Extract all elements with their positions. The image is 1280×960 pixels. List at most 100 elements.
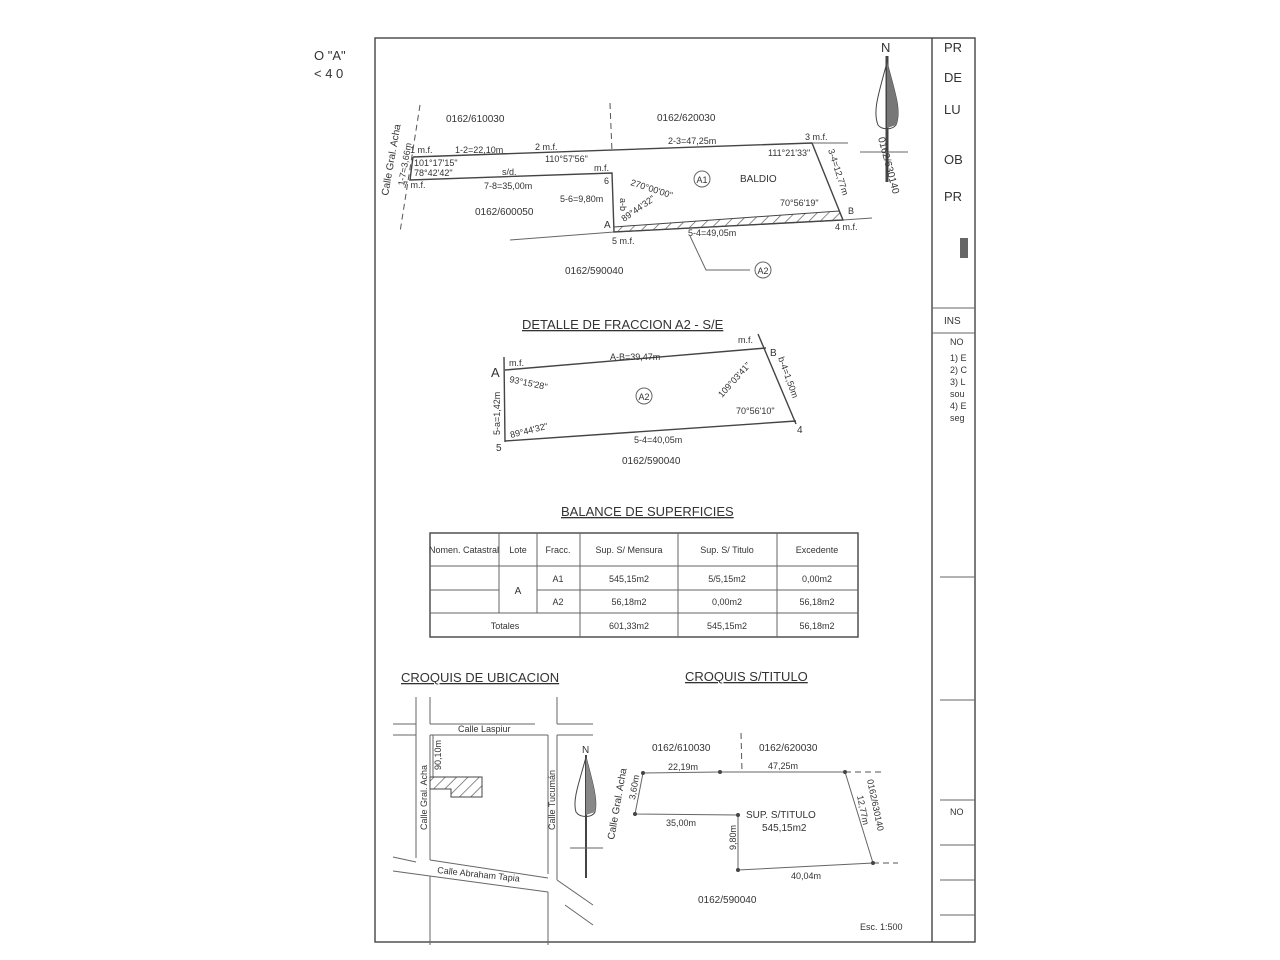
dimension-label: 1-2=22,10m [455,145,503,155]
point-label: A [491,365,500,380]
point-label: 1 m.f. [410,145,433,155]
title-block-item: PR [944,189,962,204]
sup-titulo-label: SUP. S/TITULO [746,810,816,821]
title-block-item: sou [950,389,965,399]
table-title: BALANCE DE SUPERFICIES [561,504,734,519]
angle-label: 93°15'28" [509,374,549,392]
title-block-item: NO [950,337,964,347]
column-header: Lote [509,545,527,555]
dimension-label: 40,04m [791,871,821,881]
mensura-cell: 545,15m2 [609,574,649,584]
table-row: A1 545,15m2 5/5,15m2 0,00m2 [552,574,832,584]
dimension-label: b-4=1,50m [776,355,800,399]
balance-table: BALANCE DE SUPERFICIES Nomen. Catastral … [429,504,859,638]
north-label: N [582,745,589,756]
street-label: Calle Gral. Acha [419,765,429,830]
point-label: 5 [496,443,502,454]
title-block-item: 3) L [950,377,966,387]
title-block-item: PR [944,40,962,55]
title-block-item: LU [944,102,961,117]
totals-row: Totales 601,33m2 545,15m2 56,18m2 [491,621,835,631]
excedente-cell: 56,18m2 [799,597,834,607]
point-label: B [770,348,777,359]
location-title: CROQUIS DE UBICACION [401,670,559,685]
title-sketch: CROQUIS S/TITULO 0162/610030 0162/620030… [606,669,898,906]
titulo-cell: 545,15m2 [707,621,747,631]
titulo-cell: 0,00m2 [712,597,742,607]
angle-label: 78°42'42" [414,168,453,178]
title-sketch-title: CROQUIS S/TITULO [685,669,808,684]
mensura-cell: 601,33m2 [609,621,649,631]
point-label: B [848,206,854,216]
sheet-frame [374,37,976,943]
scale-label: Esc. 1:500 [860,922,903,932]
margin-text-2: < 4 0 [314,66,343,81]
dimension-label: A-B=39,47m [610,352,660,362]
title-block-item: seg [950,413,965,423]
sup-titulo-value: 545,15m2 [762,823,807,834]
parcel-label: 0162/620030 [759,743,818,754]
dimension-label: 2-3=47,25m [668,136,716,146]
point-label: A [604,220,611,231]
point-label: 3 m.f. [805,132,828,142]
angle-label: 89°44'32" [509,421,549,440]
column-header: Sup. S/ Mensura [595,545,662,555]
dimension-label: 5-4=49,05m [688,228,736,238]
dimension-label: 5-6=9,80m [560,194,603,204]
parcel-label: 0162/590040 [565,266,624,277]
column-header: Fracc. [545,545,570,555]
lot-a1-label: A1 [696,175,707,185]
point-label: m.f. [738,335,753,345]
angle-label: 101°17'15" [414,158,458,168]
subdivision-label: s/d. [502,167,517,177]
fracc-cell: A1 [552,574,563,584]
dimension-label: 3-4=12,77m [826,148,850,197]
lot-a2-label: A2 [757,266,768,276]
detail-title: DETALLE DE FRACCION A2 - S/E [522,317,724,332]
column-header: Excedente [796,545,839,555]
angle-label: 111°21'33" [768,148,810,158]
parcel-label: 0162/610030 [652,743,711,754]
title-block-item: NO [950,807,964,817]
table-row: A2 56,18m2 0,00m2 56,18m2 [552,597,834,607]
point-label: m.f. [509,358,524,368]
excedente-cell: 56,18m2 [799,621,834,631]
baldio-label: BALDIO [740,174,777,185]
mensura-cell: 56,18m2 [611,597,646,607]
north-arrow-icon: N [860,40,908,182]
point-label: m.f. [594,163,609,173]
title-block-item: 4) E [950,401,967,411]
street-label: Calle Tucumán [547,770,557,830]
point-label: 4 m.f. [835,222,858,232]
segment-label: a-b [618,198,628,211]
angle-label: 70°56'19" [780,198,819,208]
parcel-label: 0162/610030 [446,114,505,125]
point-label: 7 m.f. [403,180,426,190]
titulo-cell: 5/5,15m2 [708,574,746,584]
angle-label: 110°57'56" [545,154,588,164]
title-block-item: INS [944,316,961,327]
dimension-label: 5-4=40,05m [634,435,682,445]
street-label: Calle Laspiur [458,724,511,734]
column-header: Nomen. Catastral [429,545,499,555]
point-label: 6 [604,176,609,186]
title-block-item: OB [944,152,963,167]
dimension-label: 22,19m [668,762,698,772]
title-block-item: 1) E [950,353,967,363]
detail-a2: DETALLE DE FRACCION A2 - S/E A B 4 5 m.f… [491,317,803,467]
street-label: Calle Gral. Acha [606,767,629,841]
totals-label: Totales [491,621,520,631]
dimension-label: 12,77m [855,794,871,825]
dimension-label: 7-8=35,00m [484,181,532,191]
title-block-item: DE [944,70,962,85]
dimension-label: 47,25m [768,761,798,771]
angle-label: 109°03'41" [716,360,753,399]
parcel-label: 0162/630140 [875,136,901,196]
title-block: PR DE LU OB PR INS NO 1) E 2) C 3) L sou… [944,40,968,817]
dimension-label: 5-a=1,42m [492,392,502,435]
point-label: 2 m.f. [535,142,558,152]
north-arrow-icon: N [570,745,603,878]
point-label: 4 [797,425,803,436]
title-block-item: 2) C [950,365,968,375]
